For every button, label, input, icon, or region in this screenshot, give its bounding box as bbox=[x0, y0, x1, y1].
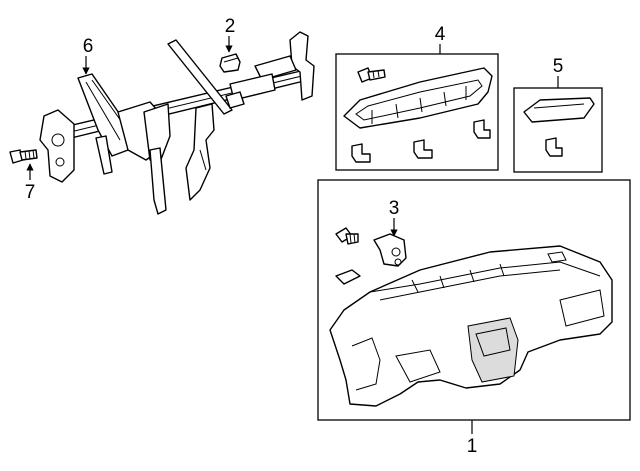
instrument-panel-group bbox=[317, 179, 631, 421]
clip-part-2 bbox=[219, 53, 241, 73]
group-box-4 bbox=[335, 53, 499, 171]
callout-1: 1 bbox=[467, 436, 478, 457]
cover-panel-group bbox=[513, 87, 603, 173]
bolt-part-7 bbox=[9, 149, 38, 164]
callout-3: 3 bbox=[389, 198, 400, 219]
group-box-1 bbox=[317, 179, 631, 421]
callout-5: 5 bbox=[553, 56, 564, 77]
callout-4: 4 bbox=[435, 24, 446, 45]
vent-panel-group bbox=[335, 53, 499, 171]
reinforcement-beam-part bbox=[39, 31, 315, 215]
callout-2: 2 bbox=[225, 16, 236, 37]
callout-7: 7 bbox=[25, 182, 36, 203]
callout-6: 6 bbox=[83, 36, 94, 57]
leader-lines bbox=[26, 36, 559, 434]
